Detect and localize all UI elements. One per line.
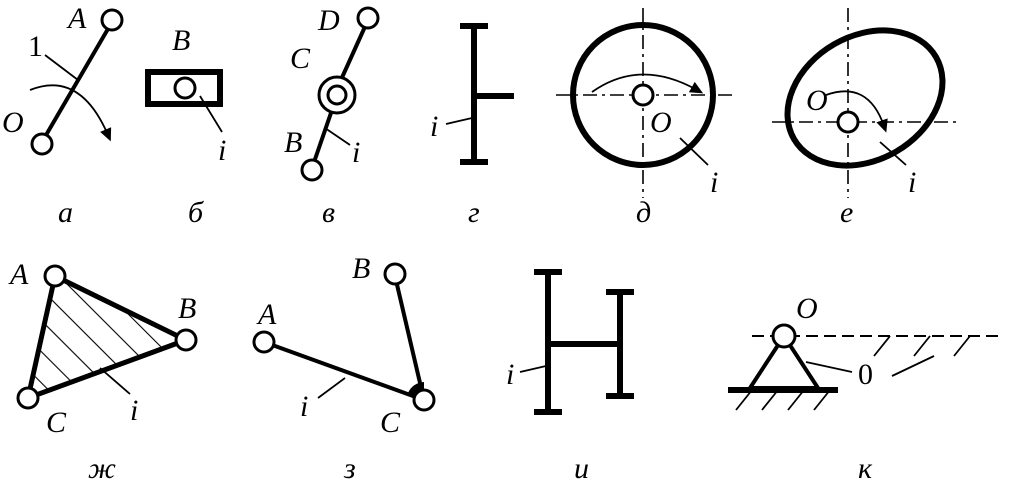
caption-e: е	[840, 196, 853, 229]
caption-b: б	[188, 196, 204, 229]
leader-line	[199, 95, 223, 133]
leader-line	[679, 137, 709, 166]
label-i: i	[506, 358, 514, 391]
cam	[784, 27, 946, 169]
caption-d: д	[636, 196, 651, 229]
leader-line	[879, 141, 907, 166]
label-a: A	[256, 298, 277, 331]
frame-hatching	[873, 335, 971, 357]
joint-b	[173, 76, 197, 100]
figure-d: O i д	[556, 8, 732, 229]
label-c: C	[46, 406, 67, 439]
caption-k: к	[858, 452, 873, 485]
joint-o	[30, 132, 54, 156]
joint-b	[174, 328, 198, 352]
leader-line	[317, 377, 346, 399]
label-i: i	[218, 134, 226, 167]
caption-v: в	[322, 196, 335, 229]
link-1	[40, 20, 114, 144]
link-bc	[393, 275, 426, 401]
label-i: i	[710, 166, 718, 199]
label-b: B	[352, 252, 370, 285]
label-b: B	[284, 126, 302, 159]
joint-o	[836, 110, 860, 134]
label-c: C	[380, 406, 401, 439]
figure-z: A B C i з	[252, 252, 436, 485]
label-i: i	[300, 390, 308, 423]
joint-d	[356, 6, 380, 30]
joint-a	[43, 264, 67, 288]
joint-c	[412, 388, 436, 412]
figure-k: O 0 к	[728, 292, 1004, 485]
label-c: C	[290, 42, 311, 75]
link-ac	[263, 340, 425, 402]
label-a: A	[66, 2, 87, 35]
label-0: 0	[858, 358, 873, 391]
link-dc	[338, 19, 370, 83]
figure-zh: A B C i ж	[8, 258, 198, 485]
label-o: O	[650, 106, 672, 139]
label-b: B	[178, 292, 196, 325]
joint-c	[16, 386, 40, 410]
joint-c-inner	[326, 84, 348, 106]
joint-o	[771, 323, 797, 349]
figure-i: i и	[506, 269, 634, 485]
leader-line	[324, 127, 351, 146]
label-b: B	[172, 24, 190, 57]
link-cb	[310, 109, 334, 169]
figure-e: O i е	[772, 8, 956, 229]
figure-v: D C B i в	[284, 4, 380, 229]
figure-g: i г	[430, 23, 514, 229]
ground-hatching	[735, 389, 831, 411]
triangle-link	[24, 272, 193, 402]
label-i: i	[352, 136, 360, 169]
rotation-arrow	[591, 73, 704, 94]
label-d: D	[317, 4, 340, 37]
joint-a	[252, 330, 276, 354]
leader-line	[519, 365, 547, 373]
label-o: O	[806, 84, 828, 117]
joint-b	[300, 158, 324, 182]
label-i: i	[130, 394, 138, 427]
joint-b	[383, 262, 407, 286]
caption-zh: ж	[88, 452, 116, 485]
caption-z: з	[343, 452, 356, 485]
rotation-arrow	[825, 90, 888, 133]
label-a: A	[8, 258, 29, 291]
slider-block	[145, 69, 223, 107]
label-1: 1	[28, 30, 43, 63]
leader-line-right	[891, 355, 935, 377]
joint-a-top	[100, 8, 124, 32]
label-i: i	[430, 110, 438, 143]
figure-a: A O 1 а	[2, 2, 124, 229]
joint-o	[631, 83, 655, 107]
leader-line	[99, 367, 131, 395]
leader-line-left	[805, 361, 853, 373]
caption-g: г	[468, 196, 480, 229]
figure-b: B i б	[145, 24, 226, 229]
leader-line	[44, 54, 79, 81]
caption-i: и	[574, 452, 589, 485]
leader-line	[445, 117, 473, 125]
label-o: O	[2, 106, 24, 139]
label-i: i	[908, 166, 916, 199]
caption-a: а	[58, 196, 73, 229]
label-o: O	[796, 292, 818, 325]
rotation-arrow	[29, 84, 112, 142]
disk	[570, 22, 716, 168]
